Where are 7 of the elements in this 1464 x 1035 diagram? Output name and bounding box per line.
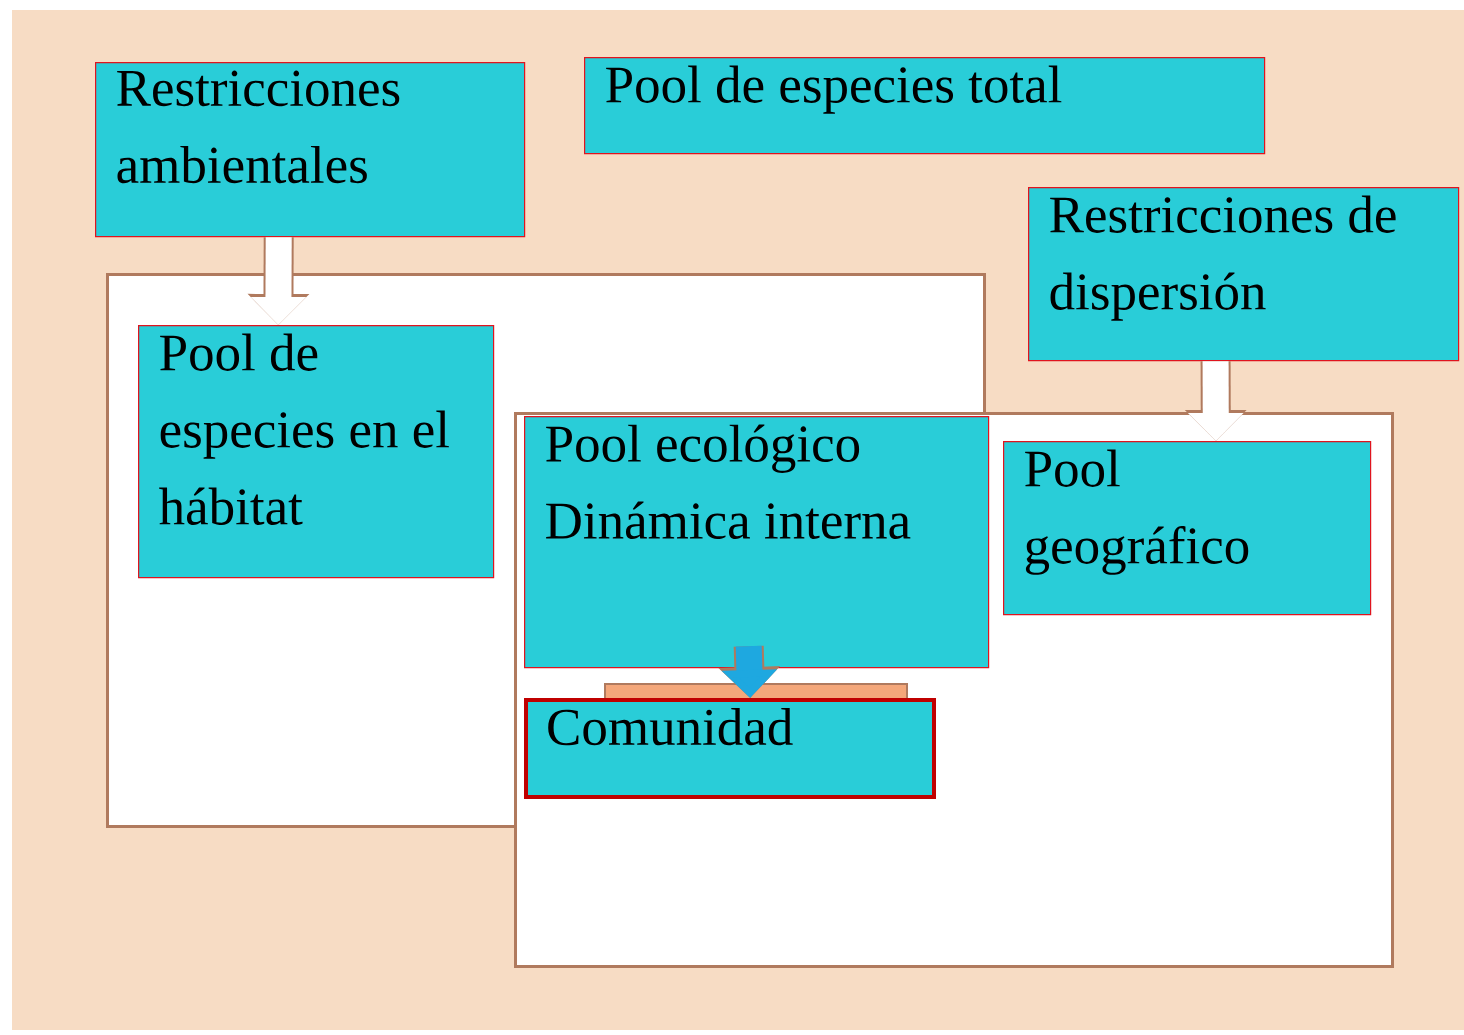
text-box: Restricciones ambientales — [95, 62, 526, 238]
text-box: Pool ecológico Dinámica interna — [524, 416, 990, 669]
text-box: Comunidad — [524, 698, 936, 799]
text-box: Pool de especies total — [584, 57, 1266, 155]
text-box: Restricciones de dispersión — [1028, 187, 1460, 362]
text-box: Pool de especies en el hábitat — [138, 325, 495, 579]
text-box: Pool geográfico — [1003, 441, 1372, 616]
